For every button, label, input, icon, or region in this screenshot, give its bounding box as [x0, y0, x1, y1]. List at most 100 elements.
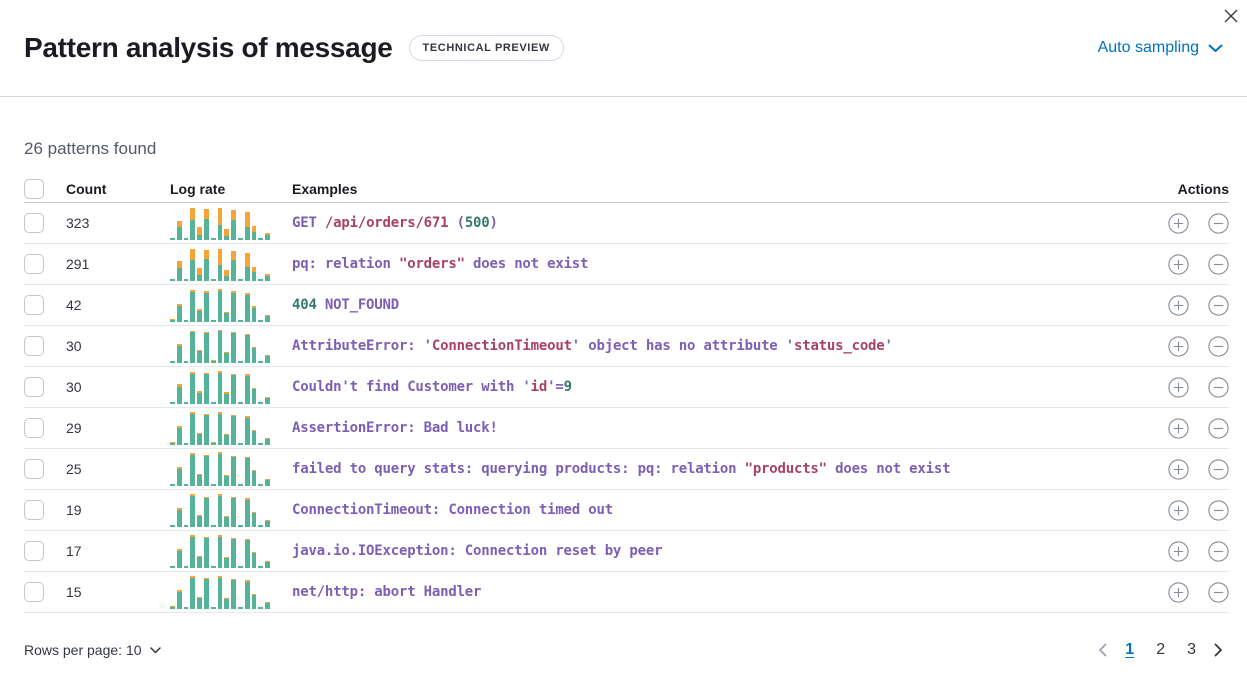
- filter-for-pattern-button[interactable]: [1168, 376, 1189, 398]
- filter-out-pattern-button[interactable]: [1208, 253, 1229, 275]
- pattern-count: 30: [66, 338, 82, 354]
- row-checkbox[interactable]: [24, 459, 44, 479]
- rows-per-page-button[interactable]: Rows per page: 10: [24, 642, 161, 658]
- pattern-example: GET /api/orders/671 (500): [292, 215, 498, 231]
- filter-out-pattern-button[interactable]: [1208, 540, 1229, 562]
- page-button-1[interactable]: 1: [1119, 639, 1140, 661]
- row-checkbox[interactable]: [24, 336, 44, 356]
- table-row: 323 GET /api/orders/671 (500): [24, 203, 1229, 244]
- filter-out-pattern-button[interactable]: [1208, 581, 1229, 603]
- filter-out-pattern-button[interactable]: [1208, 212, 1229, 234]
- filter-for-pattern-button[interactable]: [1168, 540, 1189, 562]
- minus-circle-icon: [1208, 253, 1229, 275]
- row-checkbox[interactable]: [24, 213, 44, 233]
- filter-out-pattern-button[interactable]: [1208, 458, 1229, 480]
- row-checkbox[interactable]: [24, 254, 44, 274]
- row-checkbox[interactable]: [24, 377, 44, 397]
- filter-for-pattern-button[interactable]: [1168, 581, 1189, 603]
- filter-for-pattern-button[interactable]: [1168, 212, 1189, 234]
- flyout-header: Pattern analysis of message TECHNICAL PR…: [0, 0, 1247, 97]
- page-button-2[interactable]: 2: [1150, 639, 1171, 661]
- column-header-count: Count: [66, 181, 107, 197]
- pattern-example: AssertionError: Bad luck!: [292, 420, 498, 436]
- filter-for-pattern-button[interactable]: [1168, 417, 1189, 439]
- title-wrap: Pattern analysis of message TECHNICAL PR…: [24, 32, 564, 64]
- pattern-example: failed to query stats: querying products…: [292, 461, 951, 477]
- pattern-example: java.io.IOException: Connection reset by…: [292, 543, 663, 559]
- pattern-example: ConnectionTimeout: Connection timed out: [292, 502, 613, 518]
- pattern-count: 19: [66, 502, 82, 518]
- log-rate-sparkline: [170, 370, 270, 404]
- page-button-3[interactable]: 3: [1181, 639, 1202, 661]
- filter-for-pattern-button[interactable]: [1168, 335, 1189, 357]
- plus-circle-icon: [1168, 212, 1189, 234]
- log-rate-sparkline: [170, 534, 270, 568]
- filter-for-pattern-button[interactable]: [1168, 294, 1189, 316]
- minus-circle-icon: [1208, 212, 1229, 234]
- filter-for-pattern-button[interactable]: [1168, 253, 1189, 275]
- filter-out-pattern-button[interactable]: [1208, 335, 1229, 357]
- chevron-down-icon: [1208, 44, 1223, 52]
- sampling-label: Auto sampling: [1097, 39, 1199, 56]
- filter-out-pattern-button[interactable]: [1208, 376, 1229, 398]
- log-rate-sparkline: [170, 248, 270, 281]
- pattern-example: Couldn't find Customer with 'id'=9: [292, 379, 572, 395]
- table-row: 17 java.io.IOException: Connection reset …: [24, 531, 1229, 572]
- technical-preview-badge: TECHNICAL PREVIEW: [408, 35, 564, 61]
- row-checkbox[interactable]: [24, 541, 44, 561]
- log-rate-sparkline: [170, 493, 270, 527]
- minus-circle-icon: [1208, 335, 1229, 357]
- pattern-count: 42: [66, 297, 82, 313]
- next-page-button[interactable]: [1212, 643, 1225, 657]
- close-button[interactable]: [1220, 5, 1242, 27]
- column-header-examples: Examples: [292, 181, 358, 197]
- table-row: 19 ConnectionTimeout: Connection timed ou…: [24, 490, 1229, 531]
- table-row: 25 failed to query stats: querying produc…: [24, 449, 1229, 490]
- plus-circle-icon: [1168, 294, 1189, 316]
- plus-circle-icon: [1168, 417, 1189, 439]
- minus-circle-icon: [1208, 417, 1229, 439]
- select-all-checkbox[interactable]: [24, 179, 44, 199]
- pattern-count: 15: [66, 584, 82, 600]
- table-row: 30 Couldn't find Customer with 'id'=9: [24, 367, 1229, 408]
- flyout-body: 26 patterns found Count Log rate Example…: [0, 139, 1247, 613]
- row-checkbox[interactable]: [24, 418, 44, 438]
- close-icon: [1224, 9, 1238, 23]
- row-checkbox[interactable]: [24, 295, 44, 315]
- log-rate-sparkline: [170, 207, 270, 240]
- filter-out-pattern-button[interactable]: [1208, 499, 1229, 521]
- log-rate-sparkline: [170, 451, 270, 486]
- row-checkbox[interactable]: [24, 582, 44, 602]
- column-header-actions: Actions: [1177, 181, 1229, 197]
- filter-for-pattern-button[interactable]: [1168, 499, 1189, 521]
- pattern-count: 323: [66, 215, 90, 231]
- pattern-count: 291: [66, 256, 90, 272]
- row-checkbox[interactable]: [24, 500, 44, 520]
- pattern-example: AttributeError: 'ConnectionTimeout' obje…: [292, 338, 893, 354]
- plus-circle-icon: [1168, 540, 1189, 562]
- filter-for-pattern-button[interactable]: [1168, 458, 1189, 480]
- filter-out-pattern-button[interactable]: [1208, 417, 1229, 439]
- column-header-log-rate: Log rate: [170, 181, 226, 197]
- filter-out-pattern-button[interactable]: [1208, 294, 1229, 316]
- chevron-right-icon: [1214, 643, 1222, 657]
- pattern-count: 17: [66, 543, 82, 559]
- chevron-left-icon: [1099, 643, 1107, 657]
- sampling-dropdown[interactable]: Auto sampling: [1098, 39, 1223, 57]
- previous-page-button[interactable]: [1096, 643, 1109, 657]
- pattern-count: 25: [66, 461, 82, 477]
- table-row: 291 pq: relation "orders" does not exist: [24, 244, 1229, 285]
- log-rate-sparkline: [170, 288, 270, 322]
- pattern-example: pq: relation "orders" does not exist: [292, 256, 589, 272]
- chevron-down-icon: [149, 646, 161, 653]
- pattern-count: 30: [66, 379, 82, 395]
- table-header-row: Count Log rate Examples Actions: [24, 176, 1229, 203]
- pattern-count: 29: [66, 420, 82, 436]
- minus-circle-icon: [1208, 499, 1229, 521]
- plus-circle-icon: [1168, 335, 1189, 357]
- minus-circle-icon: [1208, 376, 1229, 398]
